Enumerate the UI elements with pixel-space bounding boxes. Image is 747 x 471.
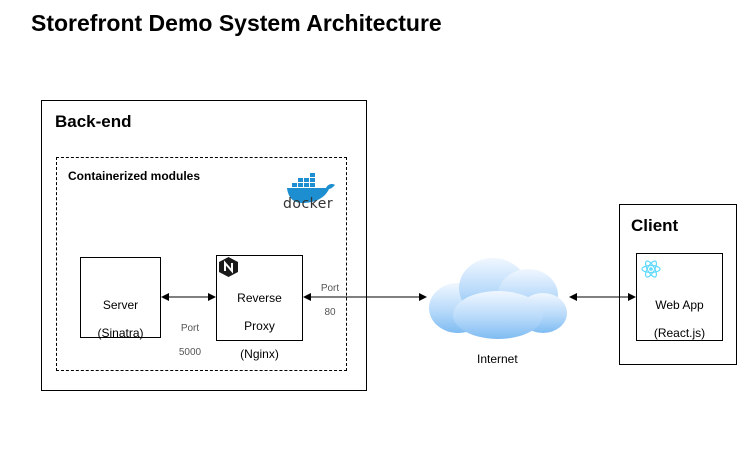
internet-label: Internet xyxy=(477,352,518,366)
nginx-icon xyxy=(219,257,238,277)
page-title: Storefront Demo System Architecture xyxy=(31,10,442,36)
reverse-proxy-label: Reverse Proxy (Nginx) xyxy=(237,291,282,361)
port-80-label: Port 80 xyxy=(320,283,340,318)
server-node xyxy=(80,257,161,338)
port-5000-label: Port 5000 xyxy=(178,323,202,358)
containerized-modules-group xyxy=(56,157,347,371)
docker-icon: docker xyxy=(282,168,338,214)
server-label: Server (Sinatra) xyxy=(97,298,144,340)
cloud-icon xyxy=(428,253,568,343)
client-heading: Client xyxy=(631,216,679,235)
backend-heading: Back-end xyxy=(55,112,132,131)
react-icon xyxy=(641,259,661,279)
backend-container xyxy=(41,100,367,391)
webapp-label: Web App (React.js) xyxy=(653,298,706,340)
containerized-modules-label: Containerized modules xyxy=(68,169,201,183)
docker-wordmark: docker xyxy=(283,196,334,212)
